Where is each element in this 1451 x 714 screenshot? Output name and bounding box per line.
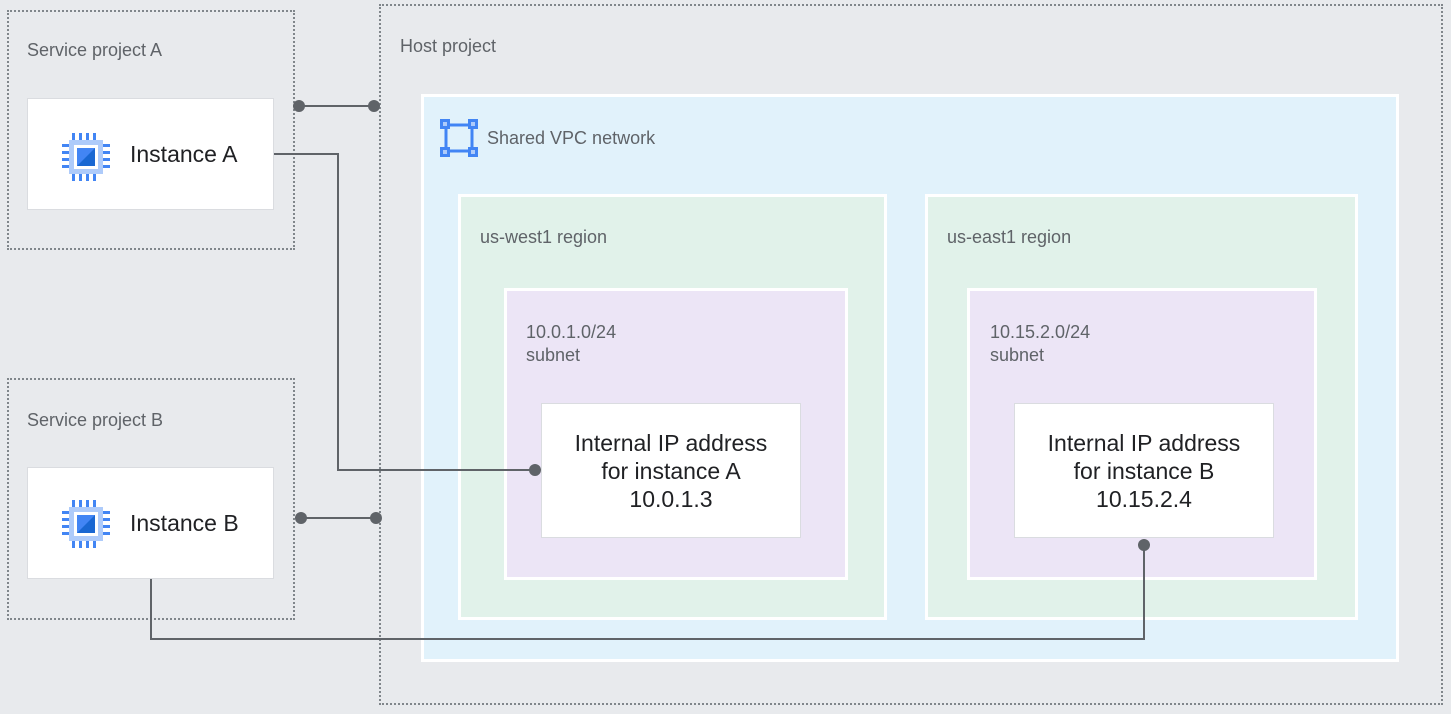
service-project-a-label: Service project A <box>27 40 163 60</box>
vpc-network-icon <box>440 119 478 157</box>
region-label: us-east1 region <box>947 227 1072 247</box>
ip-box-instance-b: Internal IP address for instance B 10.15… <box>1014 403 1274 538</box>
service-project-b-label: Service project B <box>27 410 164 430</box>
instance-b-card[interactable]: Instance B <box>27 467 274 579</box>
ip-box-line-2: for instance B <box>1073 457 1215 484</box>
region-label: us-west1 region <box>480 227 608 247</box>
instance-a-card[interactable]: Instance A <box>27 98 274 210</box>
ip-box-line-1: Internal IP address <box>1047 429 1241 456</box>
connector-dot <box>295 512 307 524</box>
ip-box-line-1: Internal IP address <box>574 429 768 456</box>
compute-engine-icon <box>62 500 110 548</box>
shared-vpc-network-label: Shared VPC network <box>487 128 656 148</box>
service-project-a: Service project A <box>7 10 295 250</box>
subnet-cidr: 10.15.2.0/24 <box>990 322 1091 342</box>
subnet-label: subnet <box>526 345 581 365</box>
ip-box-line-2: for instance A <box>601 457 741 484</box>
host-project-label: Host project <box>400 36 497 56</box>
ip-box-instance-a: Internal IP address for instance A 10.0.… <box>541 403 801 538</box>
subnet-label: subnet <box>990 345 1045 365</box>
ip-address: 10.0.1.3 <box>629 485 713 512</box>
compute-engine-icon <box>62 133 110 181</box>
instance-a-label: Instance A <box>130 141 238 167</box>
ip-address: 10.15.2.4 <box>1096 485 1192 512</box>
instance-b-label: Instance B <box>130 510 239 536</box>
subnet-cidr: 10.0.1.0/24 <box>526 322 617 342</box>
